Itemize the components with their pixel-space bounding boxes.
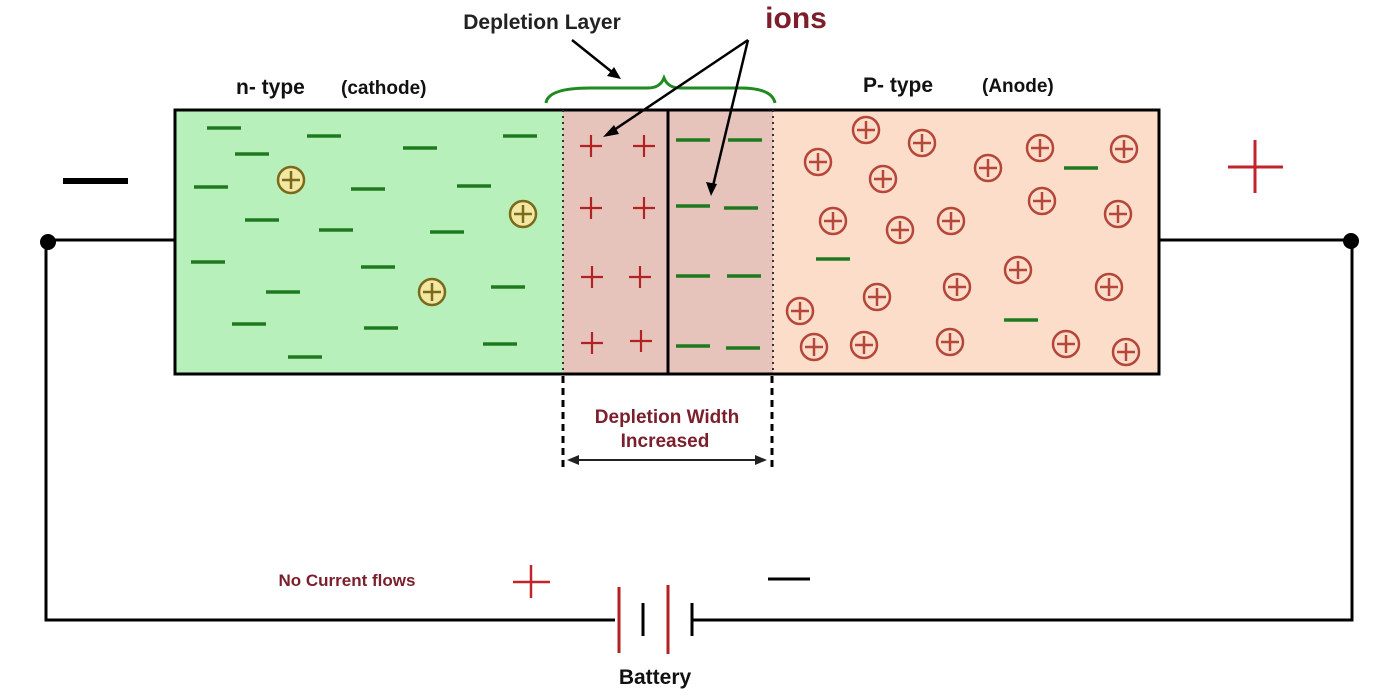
- n-type-sublabel: (cathode): [341, 78, 427, 99]
- positive-ion: [580, 197, 602, 219]
- ions-pointer-positive-head: [603, 125, 619, 137]
- width-arrow-right-head: [755, 455, 767, 465]
- p-type-sublabel: (Anode): [982, 76, 1054, 97]
- hole-icon: [1109, 134, 1139, 164]
- hole-icon: [862, 282, 892, 312]
- hole-icon: [1103, 199, 1133, 229]
- hole-icon: [1094, 272, 1124, 302]
- minority-hole-icon: [417, 277, 447, 307]
- hole-icon: [885, 215, 915, 245]
- positive-ion: [581, 332, 603, 354]
- hole-icon: [803, 147, 833, 177]
- hole-icon: [1051, 329, 1081, 359]
- positive-ion: [630, 330, 652, 352]
- depletion-layer-pointer: [571, 39, 618, 77]
- hole-icon: [973, 153, 1003, 183]
- minority-hole-icon: [508, 199, 538, 229]
- wire-right: [693, 238, 1354, 622]
- hole-icon: [942, 272, 972, 302]
- minority-hole-icon: [276, 165, 306, 195]
- n-type-label: n- type: [236, 76, 305, 99]
- hole-icon: [818, 206, 848, 236]
- ions-pointer-negative: [710, 39, 750, 191]
- positive-ion: [633, 135, 655, 157]
- terminal-dot-left: [40, 234, 56, 250]
- depletion-brace: [544, 73, 777, 104]
- hole-icon: [799, 332, 829, 362]
- depletion-width-label-line2: Increased: [621, 431, 710, 452]
- positive-ion: [580, 135, 602, 157]
- positive-ion: [581, 266, 603, 288]
- ions-label: ions: [765, 2, 827, 35]
- p-type-region: [773, 110, 1159, 374]
- depletion-layer-label: Depletion Layer: [463, 11, 621, 34]
- wire-left: [44, 238, 615, 622]
- hole-icon: [1025, 133, 1055, 163]
- n-type-region: [175, 110, 563, 374]
- terminal-dot-right: [1343, 233, 1359, 249]
- hole-icon: [851, 115, 881, 145]
- no-current-label: No Current flows: [279, 571, 416, 590]
- ions-pointer-negative-head: [706, 182, 717, 196]
- battery-label: Battery: [619, 666, 692, 689]
- hole-icon: [868, 164, 898, 194]
- hole-icon: [1111, 337, 1141, 367]
- hole-icon: [1027, 186, 1057, 216]
- hole-icon: [785, 296, 815, 326]
- positive-ion: [633, 197, 655, 219]
- hole-icon: [849, 330, 879, 360]
- ions-pointer-positive: [607, 38, 749, 136]
- hole-icon: [907, 128, 937, 158]
- hole-icon: [1003, 255, 1033, 285]
- width-arrow-left-head: [567, 455, 579, 465]
- hole-icon: [935, 327, 965, 357]
- hole-icon: [936, 206, 966, 236]
- charge-carriers: [191, 115, 1141, 367]
- p-type-label: P- type: [863, 74, 933, 97]
- depletion-width-label: Depletion Width: [595, 407, 739, 428]
- positive-ion: [629, 266, 651, 288]
- depletion-layer-pointer-head: [607, 67, 621, 79]
